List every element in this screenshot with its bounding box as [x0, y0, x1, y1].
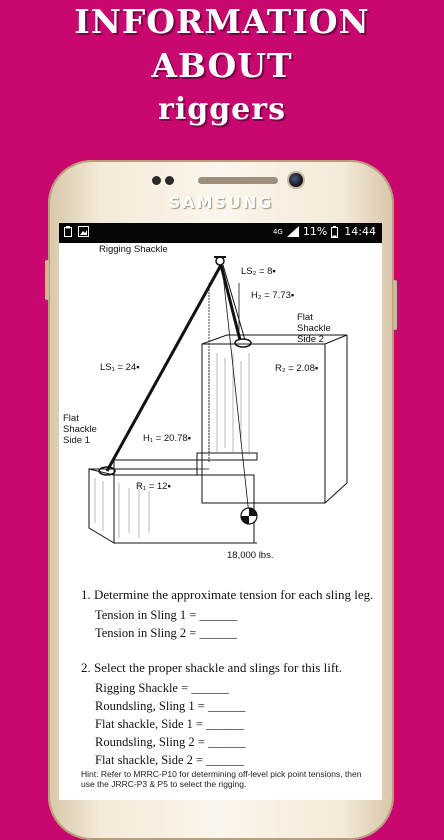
q2-item-flat-shackle-2[interactable]: Flat shackle, Side 2 = ______	[95, 753, 244, 767]
label-ls2: LS₂ = 8▪	[241, 266, 276, 277]
sensor-dot	[152, 176, 161, 185]
image-icon	[78, 226, 89, 237]
upper-block-shading	[94, 353, 250, 538]
question-2: 2. Select the proper shackle and slings …	[81, 660, 343, 675]
center-of-gravity-icon	[240, 507, 258, 525]
brand-logo: SAMSUNG	[168, 193, 274, 212]
rigging-diagram: Rigging Shackle LS₂ = 8▪ H₂ = 7.73▪ Flat…	[63, 244, 348, 561]
front-camera	[289, 173, 303, 187]
sensor-dot	[165, 176, 174, 185]
label-flat-shackle-side2-line3: Side 2	[297, 334, 324, 345]
label-weight: 18,000 lbs.	[227, 550, 273, 561]
upper-block-top	[201, 334, 348, 345]
sling-2-edge	[222, 264, 246, 341]
question-1: 1. Determine the approximate tension for…	[81, 587, 374, 602]
q2-item-roundsling-2[interactable]: Roundsling, Sling 2 = ______	[95, 735, 246, 749]
label-flat-shackle-side2-line2: Shackle	[297, 323, 331, 334]
phone-screen[interactable]: 4G 11% 14:44	[59, 223, 382, 800]
lower-block-front	[113, 474, 255, 544]
label-rigging-shackle: Rigging Shackle	[99, 244, 168, 255]
label-ls1: LS₁ = 24▪	[100, 362, 140, 373]
label-flat-shackle-side1-line2: Shackle	[63, 424, 97, 435]
flat-shackle-side2-icon	[234, 338, 252, 348]
label-h2: H₂ = 7.73▪	[251, 290, 294, 301]
hint-text: Hint: Refer to MRRC-P10 for determining …	[81, 769, 362, 789]
network-type: 4G	[272, 227, 283, 236]
lower-block-left	[88, 468, 115, 544]
earpiece	[198, 177, 278, 184]
sling-1	[105, 264, 223, 472]
status-bar: 4G 11% 14:44	[59, 223, 382, 243]
label-r2: R₂ = 2.08▪	[275, 363, 318, 374]
q2-item-roundsling-1[interactable]: Roundsling, Sling 1 = ______	[95, 699, 246, 713]
label-flat-shackle-side2-line1: Flat	[297, 312, 313, 323]
signal-icon	[286, 226, 299, 237]
label-r1: R₁ = 12▪	[136, 481, 171, 492]
label-flat-shackle-side1-line1: Flat	[63, 413, 79, 424]
q2-item-flat-shackle-1[interactable]: Flat shackle, Side 1 = ______	[95, 717, 244, 731]
title-line-2: ABOUT	[151, 46, 293, 85]
q1-item-sling1[interactable]: Tension in Sling 1 = ______	[95, 608, 237, 622]
label-flat-shackle-side1-line3: Side 1	[63, 435, 90, 446]
q1-item-sling2[interactable]: Tension in Sling 2 = ______	[95, 626, 237, 640]
title-line-3: riggers	[158, 92, 286, 127]
q2-item-rigging-shackle[interactable]: Rigging Shackle = ______	[95, 681, 229, 695]
clipboard-icon	[64, 226, 72, 237]
clock: 14:44	[344, 225, 376, 238]
volume-button	[45, 260, 49, 300]
lower-block-top	[113, 452, 258, 476]
power-button	[393, 280, 397, 330]
rigging-shackle-icon	[215, 256, 225, 266]
sling-2	[219, 264, 242, 341]
battery-icon	[331, 225, 339, 238]
centerline	[221, 264, 250, 516]
flat-shackle-side1-icon	[98, 466, 116, 476]
title-line-1: INFORMATION	[74, 2, 370, 41]
battery-percent: 11%	[302, 225, 328, 238]
label-h1: H₁ = 20.78▪	[143, 433, 191, 444]
